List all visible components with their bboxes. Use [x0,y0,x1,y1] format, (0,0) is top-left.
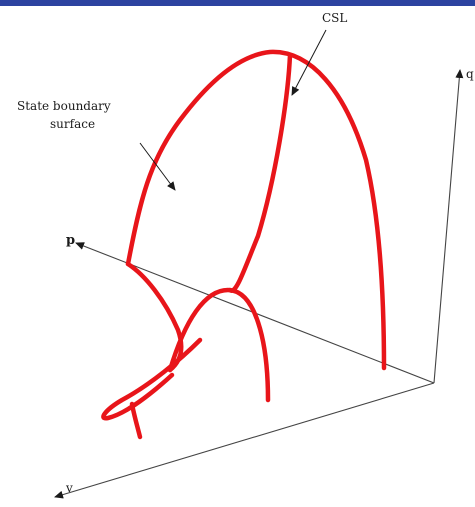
q-axis-label: q [466,67,474,81]
surface-label: surface [50,117,95,131]
bottom-tail-curve [129,401,143,440]
state-boundary-label: State boundary [17,99,111,113]
csl-label: CSL [322,11,347,25]
axes [54,69,464,499]
surface-curves [101,49,387,440]
annotations [139,29,327,191]
p-axis-label: p [66,233,75,248]
csl-curve [227,52,293,293]
inner-arch-curve [167,287,271,403]
bottom-loop-curve [101,337,203,421]
outer-boundary-curve [125,49,387,371]
csl-arrow [291,29,327,96]
v-axis-label: v [65,481,73,495]
v-axis [54,382,435,499]
top-band [0,0,475,6]
surface-arrow [139,142,176,191]
q-axis [433,69,464,384]
